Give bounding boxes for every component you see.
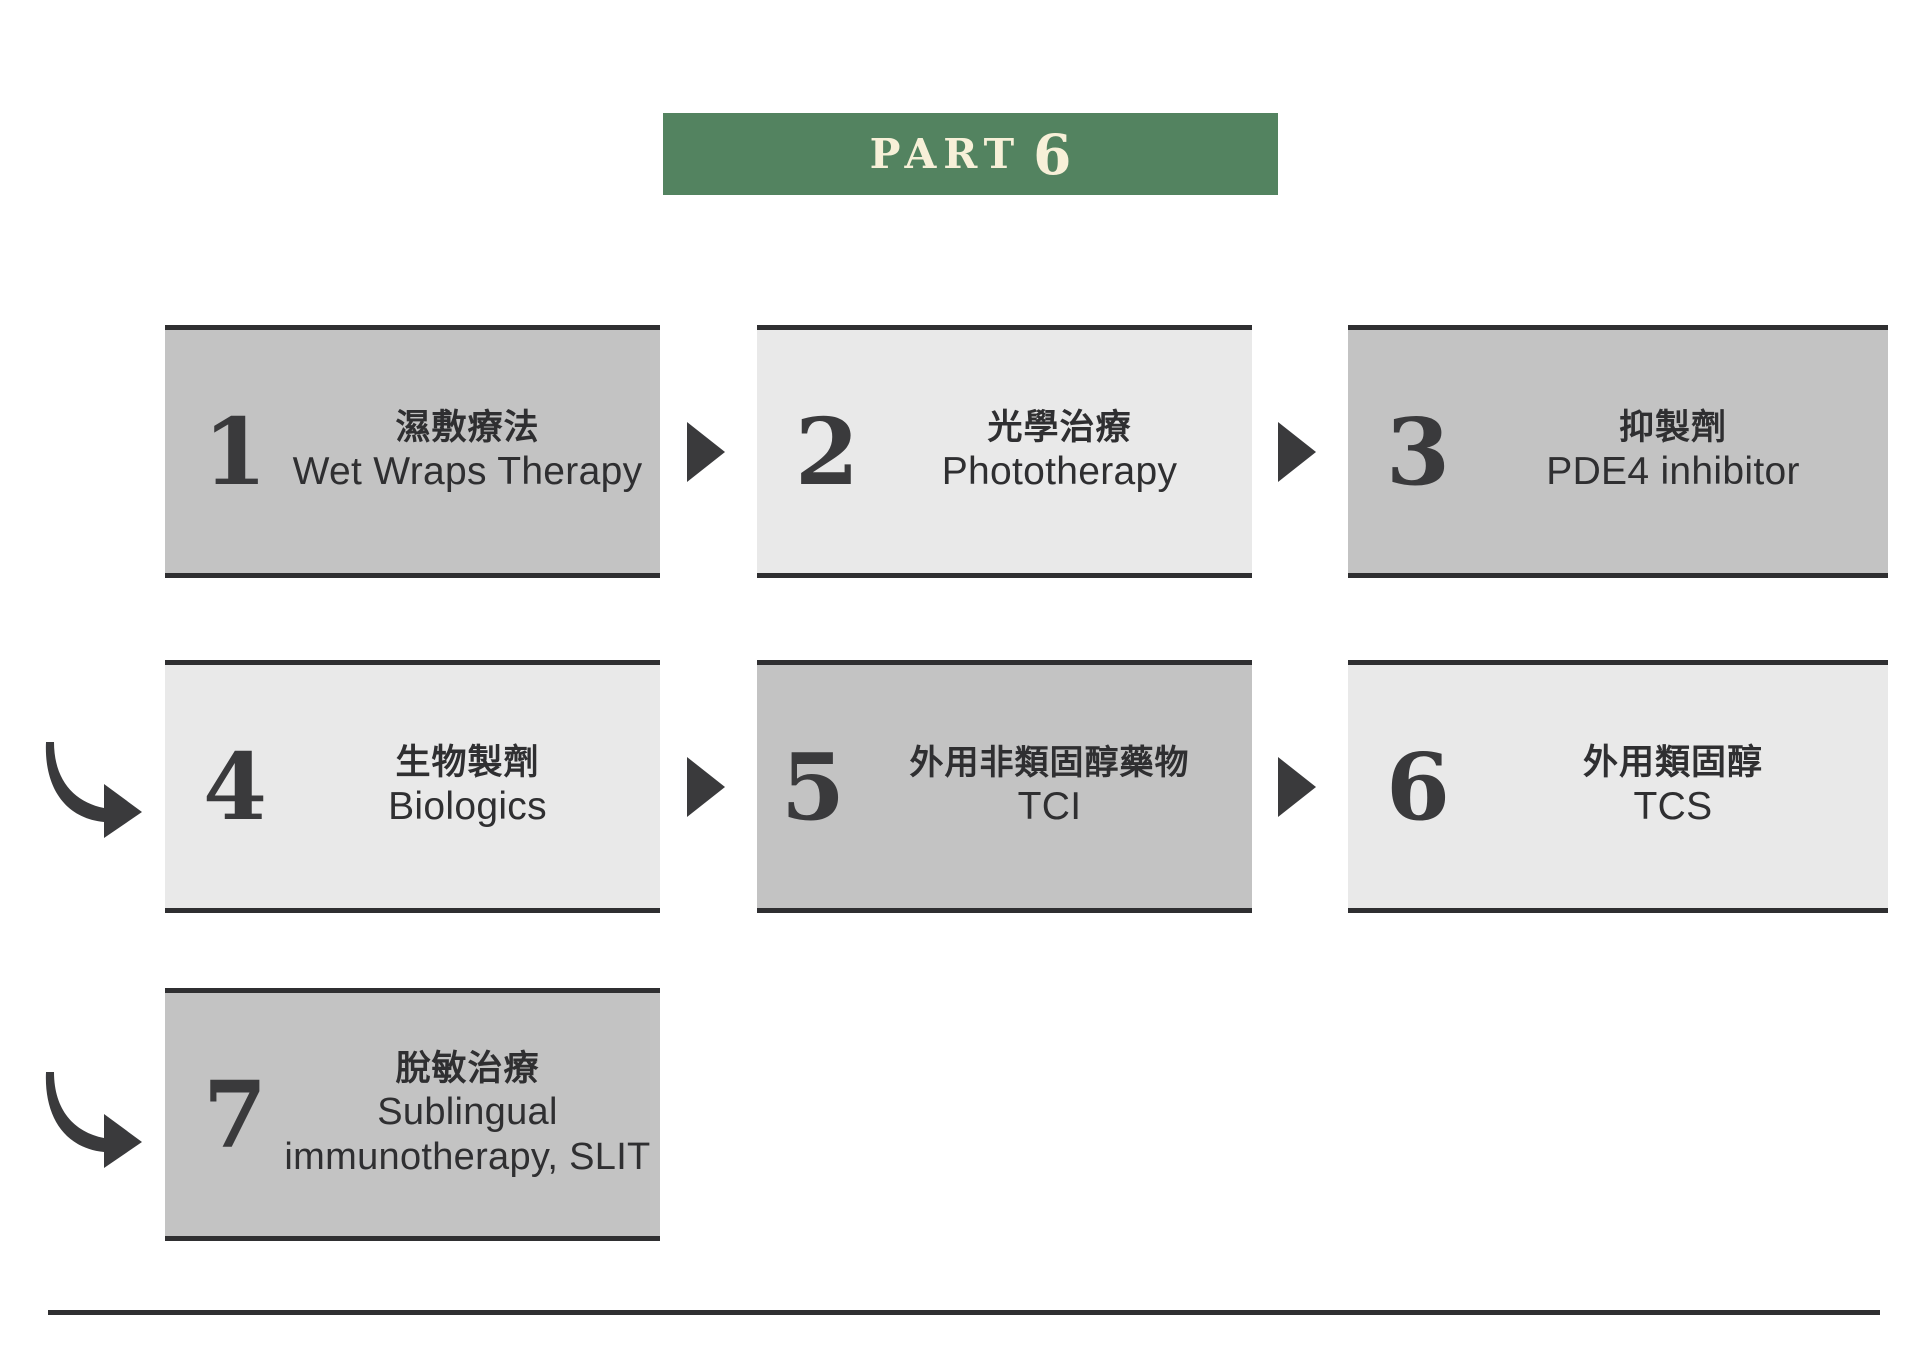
curved-hook-arrow-icon	[38, 728, 148, 838]
step-box-5[interactable]: 5 外用非類固醇藥物 TCI	[757, 660, 1252, 913]
bottom-divider	[48, 1310, 1880, 1315]
step-text-3: 抑製劑 PDE4 inhibitor	[1464, 408, 1888, 495]
step-title-cn-4: 生物製劑	[395, 742, 540, 783]
step-number-1: 1	[202, 397, 267, 506]
step-box-7[interactable]: 7 脫敏治療 Sublingual immunotherapy, SLIT	[165, 988, 660, 1241]
step-number-6: 6	[1385, 732, 1450, 841]
step-title-en-1: Wet Wraps Therapy	[292, 450, 643, 494]
triangle-right-icon	[687, 422, 725, 482]
step-title-cn-2: 光學治療	[987, 407, 1132, 448]
part-label: PART	[869, 130, 1022, 178]
step-text-4: 生物製劑 Biologics	[281, 743, 660, 830]
step-text-7: 脫敏治療 Sublingual immunotherapy, SLIT	[281, 1049, 660, 1180]
step-box-1[interactable]: 1 濕敷療法 Wet Wraps Therapy	[165, 325, 660, 578]
step-number-5: 5	[780, 732, 845, 841]
step-number-3: 3	[1385, 397, 1450, 506]
step-title-cn-5: 外用非類固醇藥物	[909, 743, 1190, 784]
triangle-right-icon	[687, 757, 725, 817]
step-number-2: 2	[794, 397, 859, 506]
step-title-en-2: Phototherapy	[941, 450, 1178, 494]
part-number: 6	[1033, 121, 1072, 187]
step-box-3[interactable]: 3 抑製劑 PDE4 inhibitor	[1348, 325, 1888, 578]
step-title-cn-6: 外用類固醇	[1582, 742, 1763, 783]
step-title-en-7: Sublingual immunotherapy, SLIT	[284, 1091, 651, 1179]
triangle-right-icon	[1278, 422, 1316, 482]
step-number-7: 7	[202, 1060, 267, 1169]
step-title-en-6: TCS	[1633, 785, 1713, 829]
step-number-4: 4	[202, 732, 267, 841]
step-title-cn-3: 抑製劑	[1618, 407, 1727, 448]
step-box-4[interactable]: 4 生物製劑 Biologics	[165, 660, 660, 913]
step-title-cn-1: 濕敷療法	[395, 407, 540, 448]
step-text-5: 外用非類固醇藥物 TCI	[853, 743, 1252, 829]
step-text-6: 外用類固醇 TCS	[1464, 743, 1888, 830]
step-title-en-4: Biologics	[388, 785, 547, 829]
step-box-2[interactable]: 2 光學治療 Phototherapy	[757, 325, 1252, 578]
step-text-2: 光學治療 Phototherapy	[873, 408, 1252, 495]
step-title-cn-7: 脫敏治療	[395, 1049, 540, 1090]
curved-hook-arrow-icon	[38, 1058, 148, 1168]
step-box-6[interactable]: 6 外用類固醇 TCS	[1348, 660, 1888, 913]
part-banner: PART 6	[663, 113, 1278, 195]
triangle-right-icon	[1278, 757, 1316, 817]
step-title-en-3: PDE4 inhibitor	[1546, 450, 1800, 494]
step-text-1: 濕敷療法 Wet Wraps Therapy	[281, 408, 660, 495]
step-title-en-5: TCI	[1017, 784, 1082, 828]
